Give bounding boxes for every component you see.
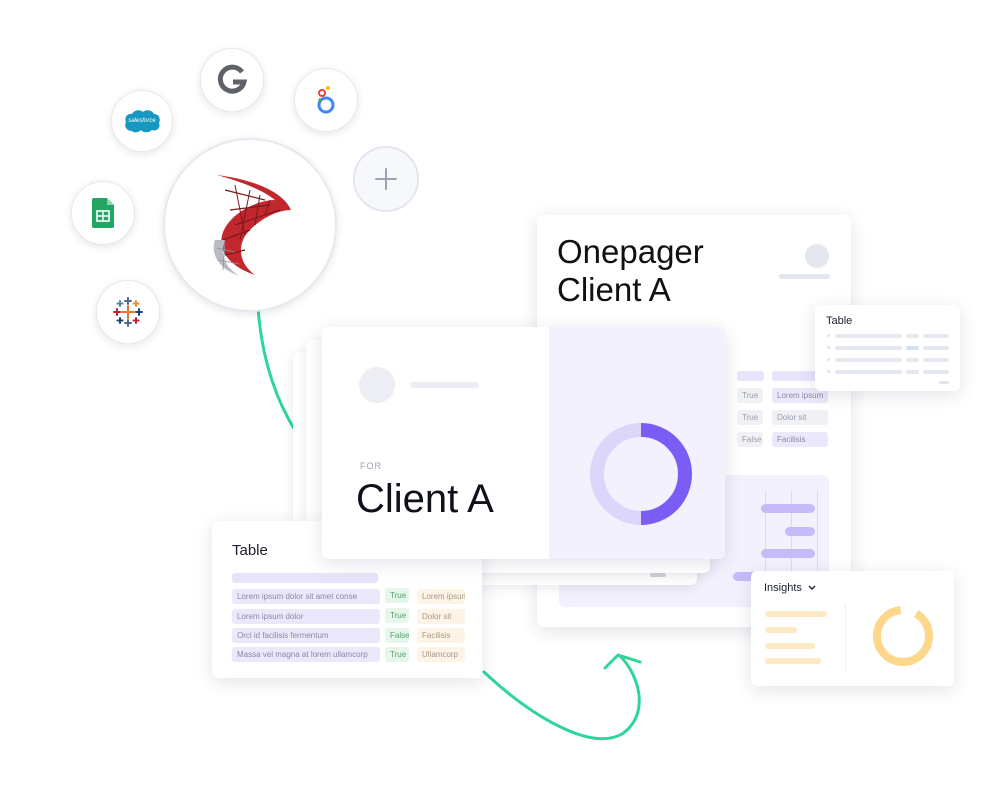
table-row-line bbox=[923, 346, 949, 350]
table-row-line bbox=[906, 358, 919, 362]
table-row-line bbox=[923, 334, 949, 338]
client-report-card[interactable]: FOR Client A bbox=[322, 327, 725, 559]
table-row-line bbox=[827, 346, 830, 349]
table-cell: Dolor sit bbox=[772, 410, 828, 425]
chevron-down-icon[interactable] bbox=[808, 582, 816, 594]
chart-bar bbox=[761, 549, 815, 558]
tableau-icon[interactable] bbox=[96, 280, 160, 344]
insights-donut bbox=[872, 605, 934, 667]
plus-icon[interactable] bbox=[353, 146, 419, 212]
sql-server-icon[interactable] bbox=[163, 138, 337, 312]
placeholder-line bbox=[650, 573, 666, 577]
insights-bar bbox=[765, 611, 827, 617]
insights-bar bbox=[765, 643, 815, 649]
table-row-line bbox=[923, 370, 949, 374]
table-cell: True bbox=[385, 647, 409, 662]
chart-bar bbox=[761, 504, 815, 513]
table-header-bar bbox=[772, 371, 828, 381]
table-title: Table bbox=[826, 315, 853, 327]
table-cell: Facilisis bbox=[417, 628, 465, 643]
table-row-line bbox=[827, 358, 830, 361]
table-row-line bbox=[835, 334, 902, 338]
table-cell: Dolor sit bbox=[417, 609, 465, 624]
table-row-line bbox=[923, 358, 949, 362]
salesforce-icon[interactable]: salesforce bbox=[111, 90, 173, 152]
table-cell: True bbox=[737, 388, 763, 403]
insights-title[interactable]: Insights bbox=[764, 582, 816, 594]
for-label: FOR bbox=[360, 461, 382, 471]
insights-title-text: Insights bbox=[764, 582, 802, 594]
table-row-line bbox=[906, 370, 919, 374]
donut-chart bbox=[590, 423, 692, 525]
table-row-line bbox=[827, 334, 830, 337]
looker-studio-icon[interactable] bbox=[294, 68, 358, 132]
chart-bar bbox=[785, 527, 815, 536]
placeholder-line bbox=[410, 382, 479, 388]
table-row-line bbox=[835, 346, 902, 350]
chart-bar bbox=[733, 572, 763, 581]
table-cell: False bbox=[737, 432, 763, 447]
donut-panel bbox=[549, 327, 725, 559]
insights-bar bbox=[765, 627, 797, 633]
table-cell: Massa vel magna at lorem ullamcorp bbox=[232, 647, 380, 662]
table-cell: Lorem ipsum bbox=[772, 388, 828, 403]
onepager-title-line2: Client A bbox=[557, 271, 671, 308]
onepager-title-line1: Onepager bbox=[557, 233, 704, 270]
insights-bar bbox=[765, 658, 821, 664]
table-cell: Lorem ipsum dolor sit amet conse bbox=[232, 589, 380, 604]
table-cell: Orci id facilisis fermentum bbox=[232, 628, 380, 643]
table-cell: True bbox=[385, 608, 409, 623]
table-cell: Facilisis bbox=[772, 432, 828, 447]
table-row-line bbox=[835, 358, 902, 362]
table-cell: False bbox=[385, 628, 409, 643]
client-name: Client A bbox=[356, 477, 494, 521]
table-header-bar bbox=[232, 573, 378, 583]
table-header-bar bbox=[737, 371, 764, 381]
table-cell: Lorem ipsum dolor bbox=[232, 609, 380, 624]
pagination-indicator bbox=[939, 381, 949, 384]
table-row-line bbox=[835, 370, 902, 374]
table-row-line bbox=[906, 334, 919, 338]
table-row-line bbox=[906, 346, 919, 350]
gridline bbox=[791, 491, 792, 581]
table-cell: Ullamcorp bbox=[417, 647, 465, 662]
table-title: Table bbox=[232, 542, 268, 559]
avatar bbox=[359, 367, 395, 403]
google-icon[interactable] bbox=[200, 48, 264, 112]
onepager-title: Onepager Client A bbox=[557, 233, 704, 309]
divider bbox=[845, 603, 846, 671]
avatar bbox=[805, 244, 829, 268]
table-cell: True bbox=[737, 410, 763, 425]
table-card-right[interactable]: Table bbox=[815, 305, 960, 391]
table-cell: Lorem ipsum bbox=[417, 589, 465, 604]
table-cell: True bbox=[385, 588, 409, 603]
gridline bbox=[765, 491, 766, 581]
placeholder-line bbox=[779, 274, 830, 279]
insights-card[interactable]: Insights bbox=[751, 571, 954, 686]
table-row-line bbox=[827, 370, 830, 373]
google-sheets-icon[interactable] bbox=[71, 181, 135, 245]
gridline bbox=[817, 491, 818, 581]
salesforce-logo-text: salesforce bbox=[128, 118, 156, 124]
